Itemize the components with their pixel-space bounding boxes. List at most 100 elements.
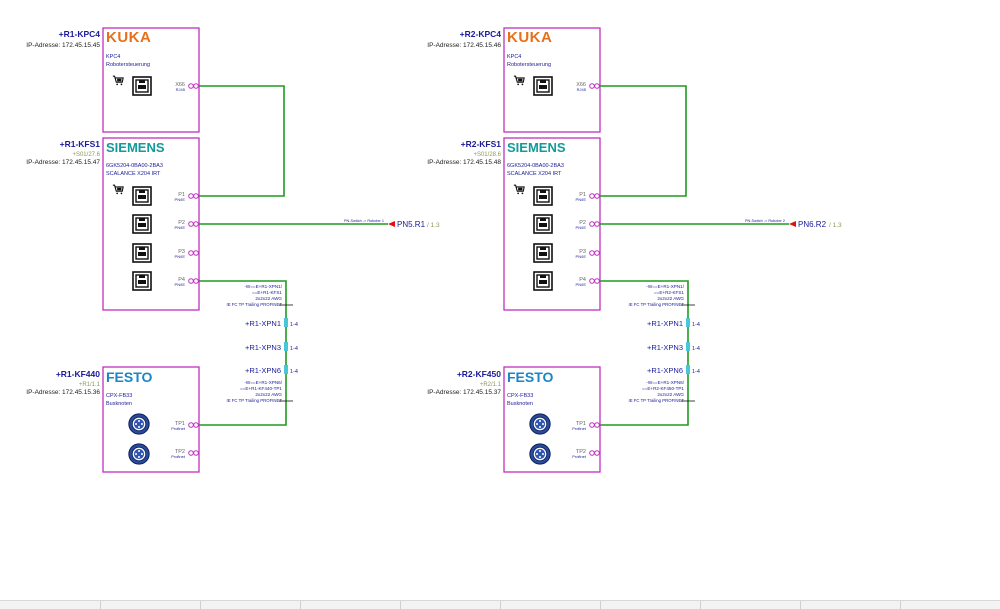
- cable-label-1: -W==E+R1-XPN1/ ==E+R1-KFS1 2x2x22 AWG IE…: [227, 284, 293, 307]
- wire-p4-tp1[interactable]: [600, 280, 689, 426]
- connector-p1[interactable]: [589, 193, 600, 199]
- kuka-controller-r1[interactable]: +R1-KPC4 IP-Adresse: 172.45.15.45 KUKA K…: [26, 27, 200, 133]
- svg-text:IE FC TP Trailing PROFINET: IE FC TP Trailing PROFINET: [629, 398, 685, 403]
- right-network: +R2-KPC4 IP-Adresse: 172.45.15.46 KUKA K…: [427, 27, 842, 473]
- svg-text:1-4: 1-4: [290, 346, 298, 352]
- cable-label-2: -W==E+R1-XPN6/ ==E+R2-KF450-TP1 2x2x22 A…: [629, 380, 695, 403]
- svg-text:==E+R1-KFS1: ==E+R1-KFS1: [252, 290, 282, 295]
- xpn-junction[interactable]: +R1-XPN6 1-4: [647, 365, 700, 375]
- connector-p2[interactable]: [188, 221, 199, 227]
- siemens-switch-r2[interactable]: +R2-KFS1 +S01/28.6 IP-Adresse: 172.45.15…: [427, 137, 601, 311]
- siemens-switch-r1[interactable]: +R1-KFS1 +S01/27.6 IP-Adresse: 172.45.15…: [26, 137, 200, 311]
- m12-connector-icon: [529, 413, 551, 435]
- port-sub: PN/IE: [576, 197, 587, 202]
- wire-p4-tp1[interactable]: [199, 280, 287, 426]
- port-name: TP2: [175, 449, 185, 455]
- xpn-junction[interactable]: +R1-XPN1 1-4: [647, 318, 700, 328]
- svg-text:==E+R1-KF440-TP1: ==E+R1-KF440-TP1: [240, 386, 282, 391]
- port-name: P3: [579, 249, 586, 255]
- connector-tp2[interactable]: [188, 450, 199, 456]
- device-desc: Busknoten: [507, 401, 533, 407]
- kuka-logo: KUKA: [507, 29, 552, 46]
- festo-logo: FESTO: [106, 369, 153, 385]
- device-ref: +S01/28.6: [473, 152, 501, 158]
- kuka-controller-r2[interactable]: +R2-KPC4 IP-Adresse: 172.45.15.46 KUKA K…: [427, 27, 601, 133]
- connector-tp1[interactable]: [589, 422, 600, 428]
- ip-address: IP-Adresse: 172.45.15.36: [26, 389, 100, 396]
- junction-icon: [686, 365, 690, 374]
- device-tag: +R1-KFS1: [60, 139, 101, 149]
- ethernet-port-icon: [533, 76, 553, 96]
- svg-text:+R1-XPN1: +R1-XPN1: [647, 319, 683, 328]
- wire-x66-p1[interactable]: [199, 85, 285, 197]
- connector-p3[interactable]: [188, 250, 199, 256]
- wire-x66-p1[interactable]: [600, 85, 687, 197]
- connector-p2[interactable]: [589, 221, 600, 227]
- device-tag: +R2-KFS1: [461, 139, 502, 149]
- svg-text:1-4: 1-4: [692, 369, 700, 375]
- device-tag: +R1-KF440: [56, 369, 100, 379]
- svg-text:2x2x22 AWG: 2x2x22 AWG: [255, 296, 282, 301]
- svg-text:2x2x22 AWG: 2x2x22 AWG: [255, 392, 282, 397]
- ip-address: IP-Adresse: 172.45.15.45: [26, 42, 100, 49]
- festo-logo: FESTO: [507, 369, 554, 385]
- m12-connector-icon: [128, 443, 150, 465]
- svg-text:IE FC TP Trailing PROFINET: IE FC TP Trailing PROFINET: [227, 302, 283, 307]
- svg-text:2x2x22 AWG: 2x2x22 AWG: [657, 392, 684, 397]
- xpn-junction[interactable]: +R1-XPN6 1-4: [245, 365, 298, 375]
- junction-icon: [686, 318, 690, 327]
- device-model: 6GK5204-0BA00-2BA3: [106, 163, 163, 169]
- device-tag: +R1-KPC4: [59, 29, 101, 39]
- port-sub: PN/IE: [175, 282, 186, 287]
- siemens-logo: SIEMENS: [507, 140, 566, 155]
- connector-p4[interactable]: [589, 278, 600, 284]
- connector-tp2[interactable]: [589, 450, 600, 456]
- ip-address: IP-Adresse: 172.45.15.48: [427, 159, 501, 166]
- device-frame: [503, 366, 601, 473]
- svg-text:-W==E+R1-XPN6/: -W==E+R1-XPN6/: [244, 380, 282, 385]
- port-sub: RJ45: [176, 87, 186, 92]
- xpn-junction[interactable]: +R1-XPN1 1-4: [245, 318, 298, 328]
- port-sub: PN/IE: [576, 254, 587, 259]
- xpn-junction[interactable]: +R1-XPN3 1-4: [647, 342, 700, 352]
- device-model: CPX-FB33: [106, 393, 132, 399]
- festo-busnode-r2[interactable]: +R2-KF450 +R2/1.1 IP-Adresse: 172.45.15.…: [427, 366, 601, 473]
- port-sub: PN/IE: [576, 282, 587, 287]
- connector-p1[interactable]: [188, 193, 199, 199]
- svg-text:+R1-XPN1: +R1-XPN1: [245, 319, 281, 328]
- xpn-junction[interactable]: +R1-XPN3 1-4: [245, 342, 298, 352]
- svg-text:1-4: 1-4: [692, 322, 700, 328]
- port-sub: PN/IE: [175, 254, 186, 259]
- ethernet-port-icon: [132, 214, 152, 234]
- connector-p4[interactable]: [188, 278, 199, 284]
- device-model: KPC4: [507, 54, 521, 60]
- device-model: CPX-FB33: [507, 393, 533, 399]
- cross-ref-target[interactable]: PN6.R2: [798, 220, 827, 229]
- junction-icon: [284, 318, 288, 327]
- device-tag: +R2-KPC4: [460, 29, 502, 39]
- port-name: TP1: [576, 421, 586, 427]
- svg-text:-W==E+R1-XPN1/: -W==E+R1-XPN1/: [646, 284, 684, 289]
- festo-busnode-r1[interactable]: +R1-KF440 +R1/1.1 IP-Adresse: 172.45.15.…: [26, 366, 200, 473]
- port-sub: RJ45: [577, 87, 587, 92]
- cross-ref-target[interactable]: PN5.R1: [397, 220, 426, 229]
- sheet-footer-strip: [0, 600, 1000, 609]
- junction-icon: [284, 342, 288, 351]
- svg-text:+R1-XPN6: +R1-XPN6: [245, 366, 281, 375]
- connector-p3[interactable]: [589, 250, 600, 256]
- port-sub: Profinet: [572, 454, 587, 459]
- ip-address: IP-Adresse: 172.45.15.47: [26, 159, 100, 166]
- svg-text:1-4: 1-4: [290, 322, 298, 328]
- svg-text:+R1-XPN3: +R1-XPN3: [647, 343, 683, 352]
- svg-text:2x2x22 AWG: 2x2x22 AWG: [657, 296, 684, 301]
- link-label: PN-Switch -> Roboter 2: [745, 219, 785, 223]
- svg-text:1-4: 1-4: [692, 346, 700, 352]
- device-desc: Robotersteuerung: [106, 62, 150, 68]
- ethernet-port-icon: [533, 214, 553, 234]
- device-ref: +S01/27.6: [72, 152, 100, 158]
- svg-text:-W==E+R1-XPN1/: -W==E+R1-XPN1/: [244, 284, 282, 289]
- svg-text:IE FC TP Trailing PROFINET: IE FC TP Trailing PROFINET: [227, 398, 283, 403]
- connector-tp1[interactable]: [188, 422, 199, 428]
- port-name: P3: [178, 249, 185, 255]
